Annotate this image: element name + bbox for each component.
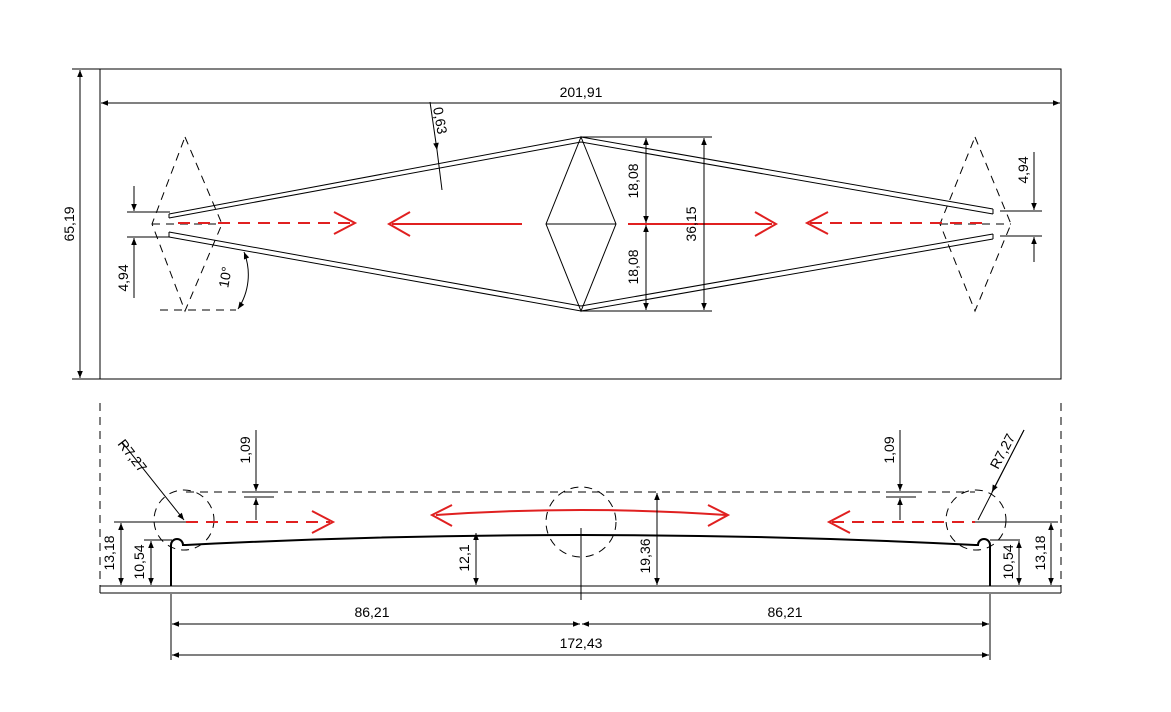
right-gap-label: 4,94 bbox=[1015, 156, 1031, 183]
half-span-left-label: 86,21 bbox=[354, 604, 389, 620]
end-height-left-outer-label: 13,18 bbox=[101, 535, 117, 570]
left-gap-label: 4,94 bbox=[115, 264, 131, 291]
half-span-right-label: 86,21 bbox=[767, 604, 802, 620]
radius-right-dimension: R7,27 bbox=[977, 429, 1025, 521]
wall-thickness-label: 0,63 bbox=[430, 106, 451, 136]
left-gap-dimension: 4,94 bbox=[115, 186, 170, 298]
overall-height-label: 65,19 bbox=[61, 206, 77, 241]
angle-dimension: 10° bbox=[215, 251, 250, 310]
peak-height-label: 19,36 bbox=[637, 538, 653, 573]
upper-blade bbox=[168, 136, 994, 219]
top-flow-arrows bbox=[178, 211, 985, 237]
lower-blade bbox=[168, 231, 994, 312]
side-view: R7,27 R7,27 1,09 1,09 bbox=[99, 403, 1062, 660]
radius-left-dimension: R7,27 bbox=[115, 436, 185, 521]
center-height-dimensions: 18,08 18,08 36,15 bbox=[581, 136, 712, 312]
half-height-bottom-label: 18,08 bbox=[625, 249, 641, 284]
overall-width-label: 201,91 bbox=[560, 84, 603, 100]
radius-left-label: R7,27 bbox=[115, 436, 151, 475]
offset-left-label: 1,09 bbox=[237, 436, 253, 463]
offset-right-label: 1,09 bbox=[881, 436, 897, 463]
peak-height-dimension: 19,36 bbox=[637, 493, 660, 585]
total-span-label: 172,43 bbox=[560, 635, 603, 651]
overall-height-dimension: 65,19 bbox=[61, 68, 100, 380]
side-flow-arrows bbox=[186, 504, 975, 534]
offset-left-dimension: 1,09 bbox=[237, 430, 274, 520]
center-diamond bbox=[545, 135, 617, 313]
angle-label: 10° bbox=[215, 265, 234, 289]
blade-profile bbox=[170, 528, 991, 600]
end-height-left-dimensions: 13,18 10,54 bbox=[101, 521, 186, 585]
top-view-frame bbox=[99, 68, 1062, 380]
end-height-left-inner-label: 10,54 bbox=[131, 544, 147, 579]
right-gap-dimension: 4,94 bbox=[1000, 152, 1042, 262]
end-height-right-outer-label: 13,18 bbox=[1032, 535, 1048, 570]
span-dimensions: 86,21 86,21 172,43 bbox=[170, 594, 991, 660]
top-view: 201,91 65,19 0,63 18,08 18,08 36,15 bbox=[61, 68, 1062, 380]
center-height-label: 36,15 bbox=[683, 206, 699, 241]
end-height-right-inner-label: 10,54 bbox=[1000, 544, 1016, 579]
mid-height-dimension: 12,1 bbox=[456, 533, 479, 585]
overall-width-dimension: 201,91 bbox=[101, 84, 1060, 106]
end-height-right-dimensions: 10,54 13,18 bbox=[975, 521, 1058, 585]
dashed-radius-circles bbox=[153, 486, 1007, 558]
mid-height-label: 12,1 bbox=[456, 544, 472, 571]
wall-thickness-dimension: 0,63 bbox=[429, 101, 451, 191]
offset-right-dimension: 1,09 bbox=[881, 430, 916, 520]
half-height-top-label: 18,08 bbox=[625, 163, 641, 198]
